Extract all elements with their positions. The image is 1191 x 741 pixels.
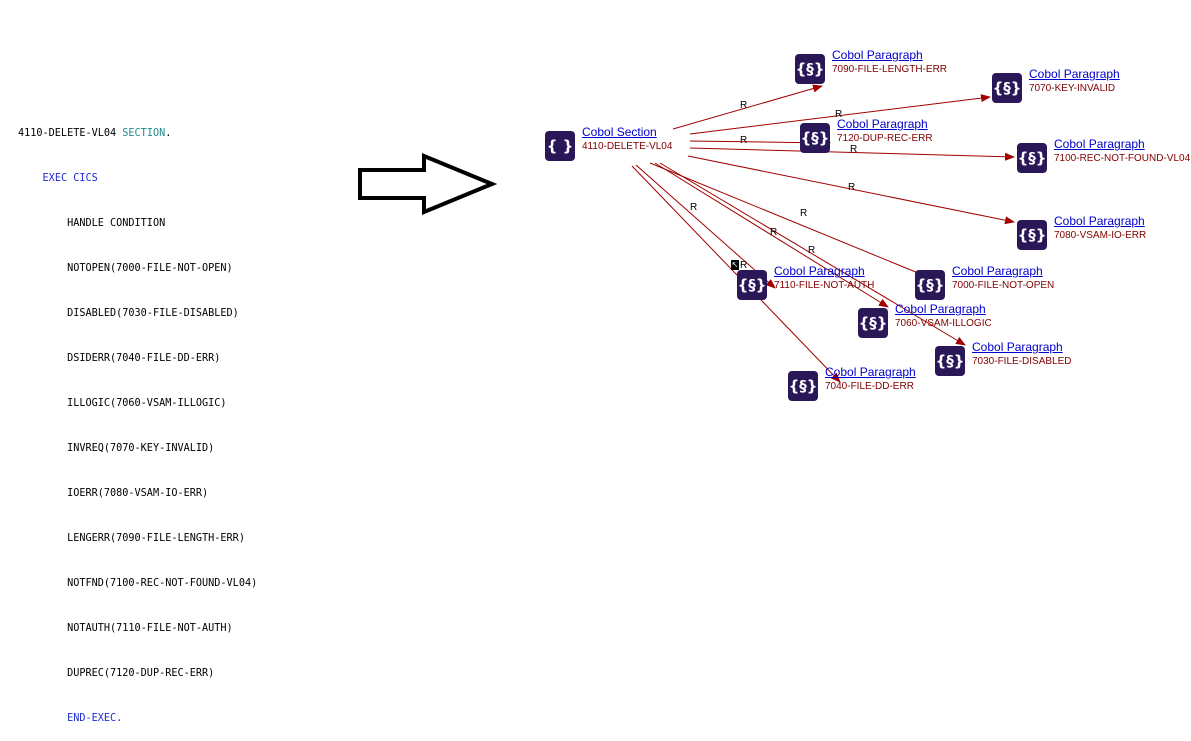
cobol-paragraph-icon: {§} xyxy=(992,73,1022,103)
node-type-link[interactable]: Cobol Section xyxy=(582,125,657,139)
condition-line: ILLOGIC(7060-VSAM-ILLOGIC) xyxy=(18,396,257,411)
exec-line: EXEC CICS xyxy=(18,171,257,186)
mouse-cursor-icon: ↖ xyxy=(731,260,739,270)
condition-line: DISABLED(7030-FILE-DISABLED) xyxy=(18,306,257,321)
cobol-paragraph-icon: {§} xyxy=(800,123,830,153)
edge-label: R xyxy=(770,227,778,238)
condition-text: NOTAUTH(7110-FILE-NOT-AUTH) xyxy=(67,623,233,634)
cobol-paragraph-icon: {§} xyxy=(1017,220,1047,250)
node-name: 7000-FILE-NOT-OPEN xyxy=(952,280,1055,291)
end-exec-line: END-EXEC. xyxy=(67,713,123,724)
node-type-link[interactable]: Cobol Paragraph xyxy=(952,264,1043,278)
node-type-link[interactable]: Cobol Paragraph xyxy=(832,48,923,62)
node-type-link[interactable]: Cobol Paragraph xyxy=(1054,137,1145,151)
node-type-link[interactable]: Cobol Paragraph xyxy=(895,302,986,316)
cobol-paragraph-icon: {§} xyxy=(737,270,767,300)
condition-text: NOTFND(7100-REC-NOT-FOUND-VL04) xyxy=(67,578,258,589)
node-type-link[interactable]: Cobol Paragraph xyxy=(1054,214,1145,228)
node-type-link[interactable]: Cobol Paragraph xyxy=(825,365,916,379)
cobol-paragraph-icon: {§} xyxy=(1017,143,1047,173)
node-name: 7090-FILE-LENGTH-ERR xyxy=(832,64,948,75)
cobol-paragraph-icon: {§} xyxy=(788,371,818,401)
edge-label: R xyxy=(808,245,816,256)
condition-text: DUPREC(7120-DUP-REC-ERR) xyxy=(67,668,215,679)
condition-line: NOTOPEN(7000-FILE-NOT-OPEN) xyxy=(18,261,257,276)
call-edge xyxy=(654,162,889,308)
node-name: 7060-VSAM-ILLOGIC xyxy=(895,318,992,329)
cobol-paragraph-icon: {§} xyxy=(795,54,825,84)
condition-text: NOTOPEN(7000-FILE-NOT-OPEN) xyxy=(67,263,233,274)
cobol-paragraph-icon: {§} xyxy=(935,346,965,376)
exec-cics-keyword: EXEC CICS xyxy=(42,173,98,184)
node-type-link[interactable]: Cobol Paragraph xyxy=(774,264,865,278)
call-edge xyxy=(687,155,1015,225)
edge-label: R xyxy=(848,182,856,193)
section-keyword: SECTION xyxy=(122,128,166,139)
edge-label: R xyxy=(740,260,748,271)
condition-line: INVREQ(7070-KEY-INVALID) xyxy=(18,441,257,456)
node-name: 7030-FILE-DISABLED xyxy=(972,356,1072,367)
condition-text: ILLOGIC(7060-VSAM-ILLOGIC) xyxy=(67,398,227,409)
condition-line: NOTFND(7100-REC-NOT-FOUND-VL04) xyxy=(18,576,257,591)
right-arrow-icon xyxy=(358,153,498,215)
node-name: 7120-DUP-REC-ERR xyxy=(837,133,933,144)
call-edge xyxy=(649,162,941,283)
section-line: 4110-DELETE-VL04 SECTION. xyxy=(18,128,172,139)
condition-text: DSIDERR(7040-FILE-DD-ERR) xyxy=(67,353,221,364)
node-type-link[interactable]: Cobol Paragraph xyxy=(972,340,1063,354)
edge-label: R xyxy=(740,100,748,111)
handle-line: HANDLE CONDITION xyxy=(18,216,257,231)
edge-label: R xyxy=(835,109,843,120)
cobol-paragraph-icon: {§} xyxy=(915,270,945,300)
condition-line: DUPREC(7120-DUP-REC-ERR) xyxy=(18,666,257,681)
condition-line: LENGERR(7090-FILE-LENGTH-ERR) xyxy=(18,531,257,546)
condition-text: DISABLED(7030-FILE-DISABLED) xyxy=(67,308,239,319)
edge-label: R xyxy=(690,202,698,213)
condition-text: LENGERR(7090-FILE-LENGTH-ERR) xyxy=(67,533,245,544)
edge-label: R xyxy=(800,208,808,219)
cobol-section-icon: { } xyxy=(545,131,575,161)
handle-condition-text: HANDLE CONDITION xyxy=(67,218,166,229)
node-name: 7110-FILE-NOT-AUTH xyxy=(774,280,875,291)
call-edge xyxy=(689,147,1015,161)
edge-label: R xyxy=(740,135,748,146)
call-edge xyxy=(659,162,966,346)
condition-line: NOTAUTH(7110-FILE-NOT-AUTH) xyxy=(18,621,257,636)
node-name: 7040-FILE-DD-ERR xyxy=(825,381,914,392)
condition-text: IOERR(7080-VSAM-IO-ERR) xyxy=(67,488,209,499)
condition-text: INVREQ(7070-KEY-INVALID) xyxy=(67,443,215,454)
node-name: 4110-DELETE-VL04 xyxy=(582,141,673,152)
section-name: 4110-DELETE-VL04 xyxy=(18,128,117,139)
condition-line: IOERR(7080-VSAM-IO-ERR) xyxy=(18,486,257,501)
edge-label: R xyxy=(850,144,858,155)
end-exec-keyword: END-EXEC xyxy=(67,713,117,724)
condition-line: DSIDERR(7040-FILE-DD-ERR) xyxy=(18,351,257,366)
call-edge xyxy=(689,94,991,135)
node-name: 7100-REC-NOT-FOUND-VL04 xyxy=(1054,153,1191,164)
node-type-link[interactable]: Cobol Paragraph xyxy=(1029,67,1120,81)
node-name: 7070-KEY-INVALID xyxy=(1029,83,1116,94)
node-name: 7080-VSAM-IO-ERR xyxy=(1054,230,1147,241)
call-edge xyxy=(672,84,823,130)
node-type-link[interactable]: Cobol Paragraph xyxy=(837,117,928,131)
call-edge xyxy=(635,164,776,289)
call-edge xyxy=(631,165,841,383)
cobol-paragraph-icon: {§} xyxy=(858,308,888,338)
